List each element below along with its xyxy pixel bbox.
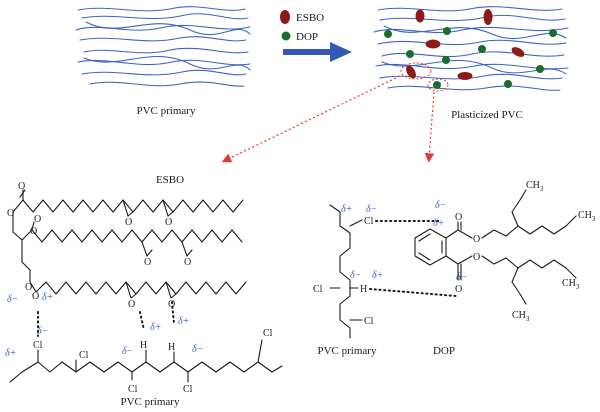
oxygen-atom: O — [18, 181, 25, 192]
chlorine-atom: Cl — [364, 216, 374, 227]
delta-minus: δ− — [435, 200, 446, 211]
chlorine-atom: Cl — [33, 340, 43, 351]
pvc-primary-right-label: PVC primary — [318, 345, 377, 357]
delta-plus: δ+ — [178, 316, 189, 327]
hydrogen-bond — [369, 288, 457, 297]
dop-particle — [536, 65, 544, 73]
delta-minus: δ− — [7, 294, 18, 305]
ester-oxygen: O — [473, 234, 480, 245]
delta-plus: δ+ — [150, 322, 161, 333]
delta-minus: δ− — [192, 344, 203, 355]
epoxide-oxygen: O — [165, 217, 172, 228]
pointer-to-dop — [424, 91, 435, 163]
epoxide-oxygen: O — [144, 257, 151, 268]
methyl-group: CH3 — [512, 310, 530, 323]
esbo-particle — [415, 9, 425, 23]
legend: ESBO DOP — [280, 10, 324, 43]
esbo-legend-label: ESBO — [296, 12, 324, 24]
hydrogen-atom: H — [360, 284, 367, 295]
dop-particle — [443, 27, 451, 35]
esbo-legend-marker — [280, 10, 290, 24]
epoxide-oxygen: O — [184, 257, 191, 268]
delta-plus: δ+ — [42, 292, 53, 303]
delta-plus: δ+ — [341, 204, 352, 215]
delta-minus: δ− — [122, 346, 133, 357]
zoom-region-right — [427, 78, 449, 92]
esbo-particle — [406, 65, 416, 79]
dop-particle — [433, 81, 441, 89]
delta-minus: δ− — [350, 270, 361, 281]
dop-particle — [442, 56, 450, 64]
carbonyl-oxygen: O — [32, 291, 39, 302]
esbo-particle — [425, 39, 441, 49]
dop-particle — [384, 30, 392, 38]
methyl-group: CH3 — [526, 180, 544, 193]
dop-particle — [504, 80, 512, 88]
esbo-structure — [12, 189, 247, 299]
pvc-right-atoms: Cl Cl H Cl — [313, 216, 374, 327]
plasticizer-particles — [384, 9, 557, 89]
delta-minus: δ− — [37, 326, 48, 337]
epoxide-oxygen: O — [168, 299, 175, 310]
epoxide-oxygen: O — [128, 299, 135, 310]
carbonyl-oxygen: O — [455, 212, 462, 223]
carbonyl-oxygen: O — [455, 284, 462, 295]
chlorine-atom: Cl — [183, 384, 193, 395]
oxygen-atom: O — [30, 226, 37, 237]
delta-minus: δ− — [366, 204, 377, 215]
oxygen-atom: O — [7, 208, 14, 219]
dop-label: DOP — [433, 345, 455, 357]
dop-particle — [549, 29, 557, 37]
pointer-to-esbo — [221, 75, 401, 163]
dop-particle — [478, 45, 486, 53]
chlorine-atom: Cl — [364, 316, 374, 327]
hydrogen-bond — [139, 311, 145, 331]
zoom-region-left — [400, 62, 432, 80]
plasticized-pvc-label: Plasticized PVC — [451, 109, 523, 121]
chlorine-atom: Cl — [313, 284, 323, 295]
delta-minus: δ− — [456, 272, 467, 283]
dop-structure — [414, 189, 577, 305]
methyl-group: CH3 — [578, 210, 596, 223]
esbo-partial-charges: δ− δ+ δ− δ+ δ+ δ+ δ− δ− — [5, 292, 203, 359]
chlorine-atom: Cl — [263, 328, 273, 339]
oxygen-atom: O — [25, 282, 32, 293]
delta-plus: δ+ — [433, 218, 444, 229]
pvc-chain-right — [329, 204, 363, 339]
esbo-particle — [511, 47, 525, 57]
process-arrow — [283, 42, 352, 62]
pvc-left-atoms: Cl Cl H H Cl Cl Cl — [33, 328, 273, 395]
delta-plus: δ+ — [372, 270, 383, 281]
pvc-chain-left — [9, 339, 283, 383]
hydrogen-bond — [171, 301, 175, 325]
carbonyl-oxygen: O — [34, 214, 41, 225]
ester-oxygen: O — [473, 252, 480, 263]
methyl-group: CH3 — [562, 278, 580, 291]
pvc-primary-label: PVC primary — [137, 105, 196, 117]
pvc-primary-left-label: PVC primary — [121, 396, 180, 408]
esbo-oxygen-labels: O O O O O O O O O O O O — [7, 181, 191, 310]
dop-legend-label: DOP — [296, 31, 318, 43]
chlorine-atom: Cl — [79, 350, 89, 361]
dop-atoms: O O O O CH3 CH3 CH3 CH3 — [455, 180, 596, 323]
plasticized-fiber-bundle — [373, 6, 569, 91]
hydrogen-atom: H — [168, 342, 175, 353]
delta-plus: δ+ — [5, 348, 16, 359]
pvc-primary-fiber-bundle — [75, 6, 251, 87]
esbo-particle — [457, 72, 473, 80]
esbo-structure-title: ESBO — [156, 174, 184, 186]
chlorine-atom: Cl — [128, 384, 138, 395]
pvc-right-partial-charges: δ+ δ− δ− δ+ δ− δ+ δ− — [341, 200, 467, 283]
esbo-particle — [483, 9, 493, 25]
hydrogen-atom: H — [140, 340, 147, 351]
dop-particle — [406, 50, 414, 58]
dop-legend-marker — [281, 31, 291, 41]
epoxide-oxygen: O — [125, 217, 132, 228]
